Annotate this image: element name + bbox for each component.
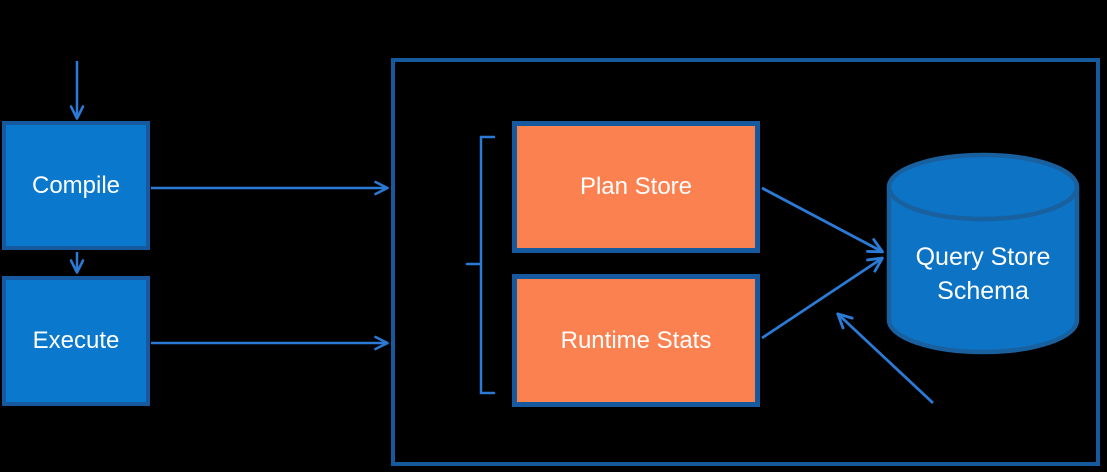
compile-box: Compile [2,121,150,250]
arrow-pointer-from-bottom-right [836,312,934,405]
left-brace-icon [465,135,496,395]
query-store-schema-label-line1: Query Store [916,243,1051,271]
query-store-schema-label-line2: Schema [937,277,1029,305]
query-store-container-box [391,58,1100,466]
plan-store-box: Plan Store [512,121,760,253]
runtime-stats-box: Runtime Stats [512,274,760,407]
database-cylinder-icon: Query Store Schema [886,152,1080,355]
compile-label: Compile [31,171,121,199]
arrow-plan-store-to-schema [761,186,884,254]
arrow-runtime-stats-to-schema [761,256,884,340]
execute-label: Execute [32,327,120,354]
execute-box: Execute [2,276,150,406]
plan-store-label: Plan Store [579,173,693,200]
runtime-stats-label: Runtime Stats [560,326,712,354]
